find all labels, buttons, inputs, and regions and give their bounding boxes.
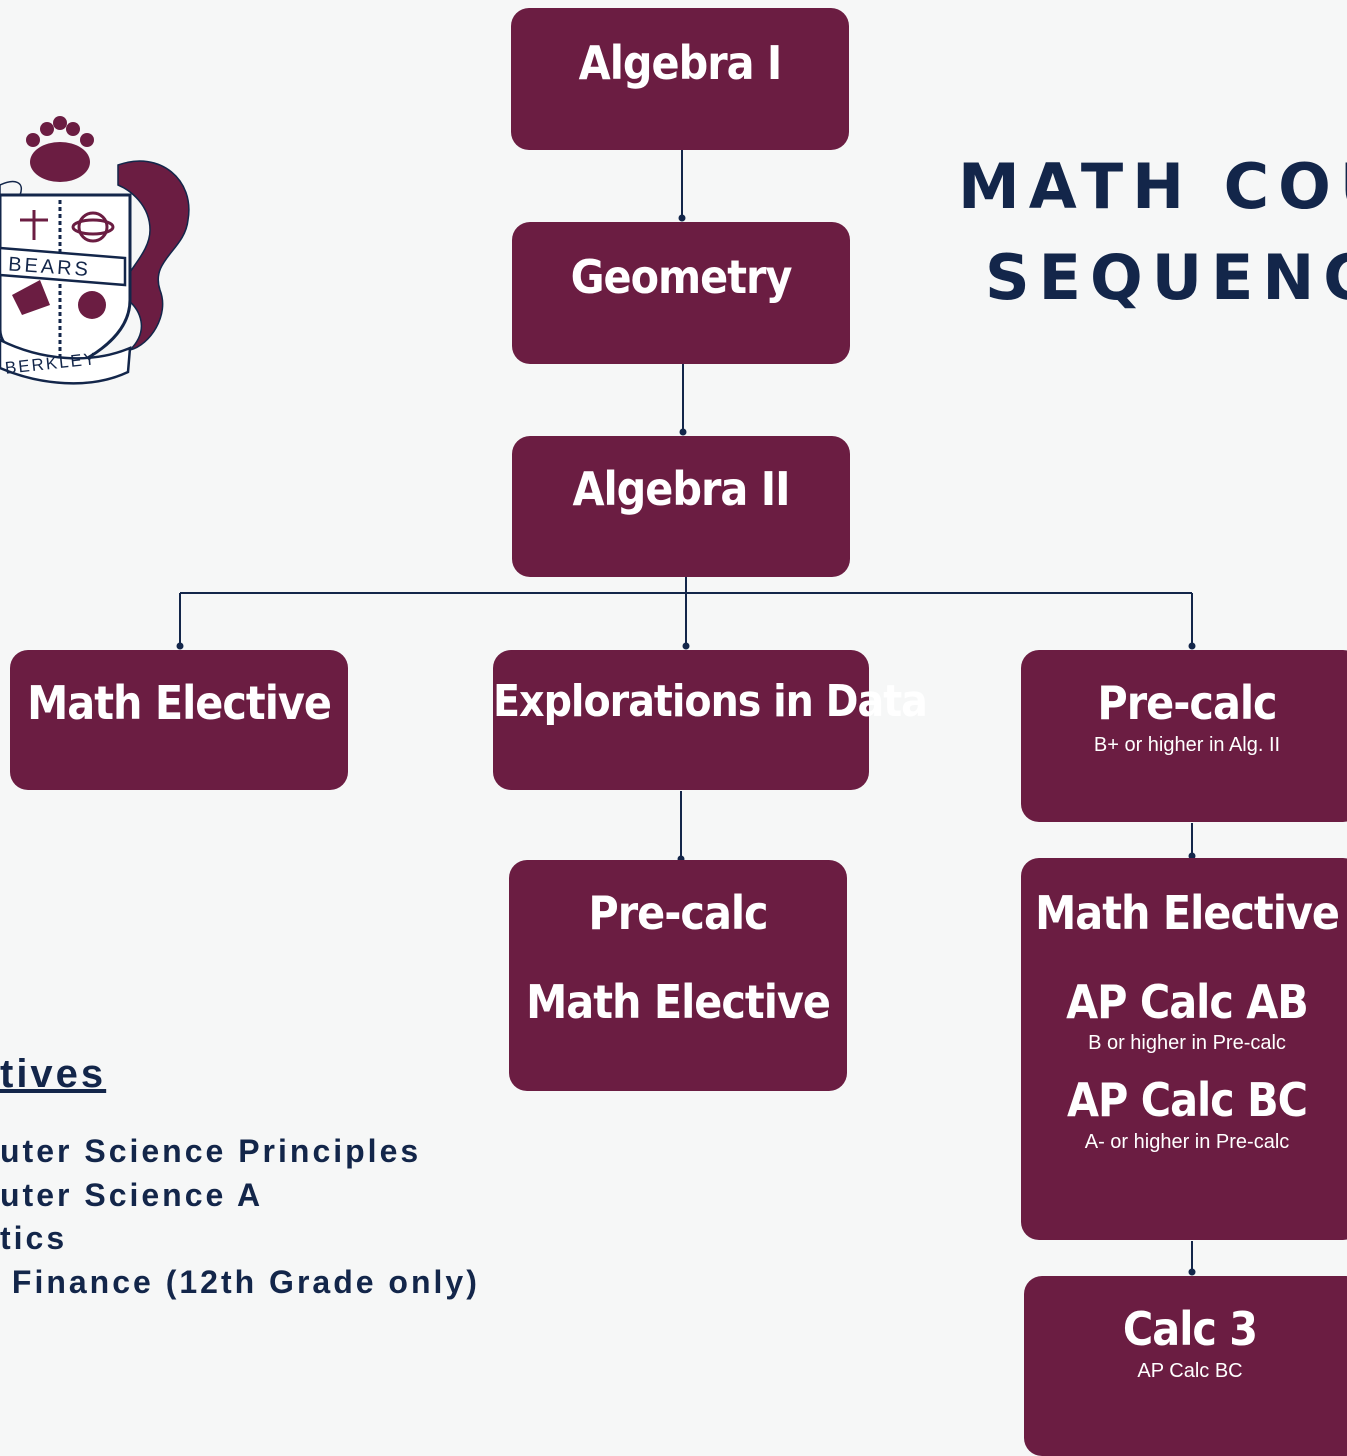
node-title: Algebra I <box>578 36 783 90</box>
node-subtitle-ap-calc-bc: A- or higher in Pre-calc <box>1084 1130 1290 1153</box>
node-title-ap-calc-ab: AP Calc AB <box>1066 974 1309 1029</box>
connector-dot <box>682 642 690 650</box>
elective-item: Finance (12th Grade only) <box>0 1264 480 1300</box>
node-explorations-in-data: Explorations in Data <box>493 650 928 790</box>
node-algebra-1: Algebra I <box>511 8 849 150</box>
node-title: Explorations in Data <box>493 676 928 727</box>
node-title: Pre-calc <box>588 886 768 940</box>
book-icon <box>12 280 50 315</box>
node-title: Math Elective <box>1035 886 1340 940</box>
node-precalc-middle: Pre-calc Math Elective <box>509 860 847 1091</box>
elective-item: tics <box>0 1220 68 1256</box>
mantling-right <box>117 160 190 352</box>
node-subtitle-ap-calc-ab: B or higher in Pre-calc <box>1088 1032 1286 1055</box>
node-title: Calc 3 <box>1122 1302 1258 1356</box>
palette-icon <box>78 291 106 319</box>
node-calc-3: Calc 3 AP Calc BC <box>1024 1276 1347 1456</box>
connector-dot <box>678 214 686 222</box>
page-heading-line1: MATH COU <box>958 150 1347 223</box>
node-geometry: Geometry <box>512 222 850 364</box>
node-title-ap-calc-bc: AP Calc BC <box>1066 1073 1308 1128</box>
node-title: Math Elective <box>27 676 332 730</box>
node-title: Geometry <box>570 250 793 304</box>
node-math-elective-left: Math Elective <box>10 650 348 790</box>
bears-banner <box>0 246 127 287</box>
atom-icon <box>77 211 109 243</box>
node-right-group: Math Elective AP Calc AB B or higher in … <box>1021 858 1347 1240</box>
connector-dot <box>1188 1268 1196 1276</box>
berkley-ribbon <box>0 338 132 385</box>
berkley-bears-crest-logo: BEARS BERKLEY <box>0 116 190 385</box>
node-title: Algebra II <box>572 462 790 516</box>
node-title: Pre-calc <box>1097 676 1277 730</box>
node-title-second: Math Elective <box>526 974 831 1029</box>
page-heading-line2: SEQUENC <box>985 241 1347 314</box>
connector-dot <box>1188 852 1196 860</box>
node-subtitle: AP Calc BC <box>1137 1359 1243 1382</box>
node-subtitle: B+ or higher in Alg. II <box>1093 733 1281 756</box>
elective-item: uter Science Principles <box>0 1133 422 1169</box>
elective-item: uter Science A <box>0 1177 264 1213</box>
connector-dot <box>1188 642 1196 650</box>
connector-dot <box>679 428 687 436</box>
electives-heading: tives <box>0 1052 107 1096</box>
node-algebra-2: Algebra II <box>512 436 850 577</box>
connector-dot <box>176 642 184 650</box>
paw-icon <box>26 116 94 182</box>
node-precalc-right: Pre-calc B+ or higher in Alg. II <box>1021 650 1347 822</box>
